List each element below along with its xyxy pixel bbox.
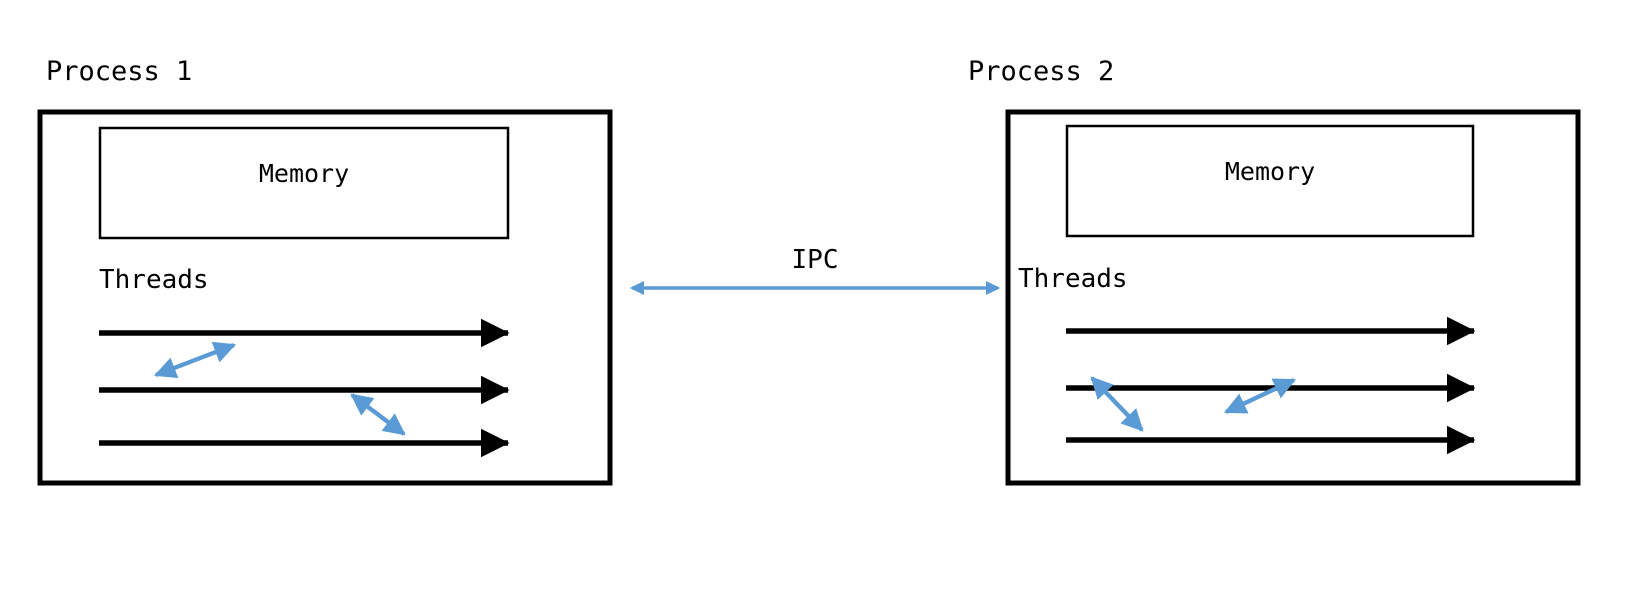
process-2-sync-arrow-2 — [1224, 378, 1296, 414]
process-2-title: Process 2 — [968, 56, 1115, 87]
process-1-sync-arrow-2 — [350, 393, 406, 436]
process-1-title: Process 1 — [46, 56, 193, 87]
process-2-sync-arrow-1 — [1090, 376, 1144, 432]
process-2-memory-box — [1065, 124, 1475, 238]
process-1-sync-arrow-1 — [153, 341, 237, 379]
process-1-memory-box — [98, 126, 510, 240]
process-1-threads-label: Threads — [99, 265, 209, 295]
ipc-label: IPC — [791, 245, 839, 275]
process-2-memory-label: Memory — [1224, 157, 1316, 186]
process-2-threads-label: Threads — [1018, 264, 1128, 294]
process-1-memory-label: Memory — [258, 159, 350, 188]
